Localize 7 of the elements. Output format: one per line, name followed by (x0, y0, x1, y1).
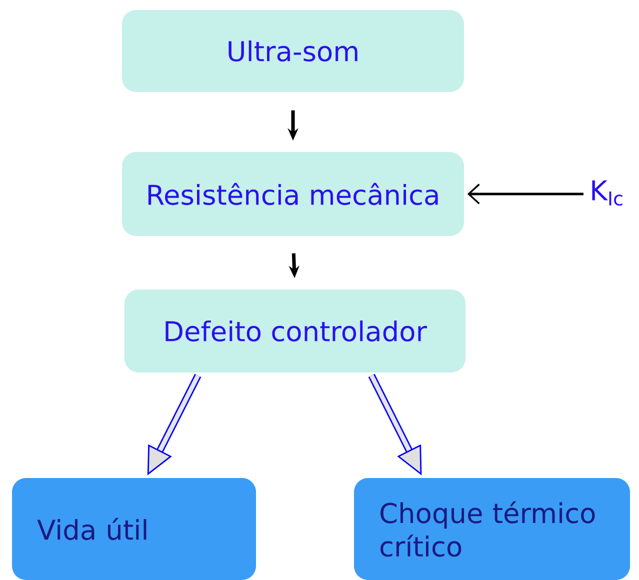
process-box: Defeito controlador (124, 290, 466, 372)
result-box: Choque térmico crítico (354, 478, 630, 580)
process-box: Resistência mecânica (122, 152, 464, 236)
arrow (467, 184, 584, 204)
process-box: Ultra-som (122, 10, 464, 92)
variable-label: K$_{Ic}$ (592, 180, 622, 206)
result-box: Vida útil (12, 478, 256, 580)
